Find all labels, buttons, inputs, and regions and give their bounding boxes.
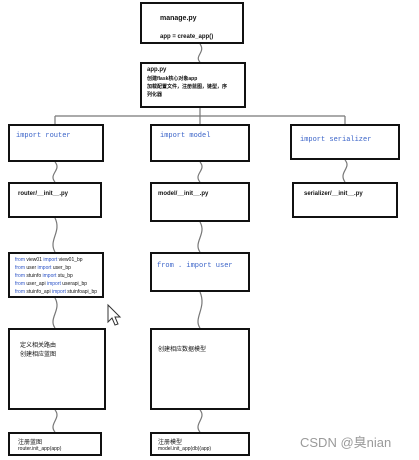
register-blueprint-code: router.init_app(app) [18, 446, 62, 452]
arrow-model-user-to-define [197, 291, 203, 329]
router-import-text: import router [16, 132, 71, 140]
register-model-code: model.init_app(db)(app) [158, 446, 212, 452]
router-imports-line: from view01 import view01_bp [15, 257, 83, 263]
serializer-init-box: serializer/__init__.py [292, 182, 398, 218]
arrow-blueprint-to-register [52, 409, 58, 433]
router-init-text: router/__init__.py [18, 191, 69, 197]
router-imports-line: from user_api import userapi_bp [15, 281, 88, 287]
csdn-watermark: CSDN @臭nian [300, 435, 392, 450]
manage-title: manage.py [160, 15, 197, 22]
model-import-text: import model [160, 132, 211, 140]
serializer-import-box: import serializer [290, 124, 400, 160]
blueprint-line-1: 定义相关路由 [20, 343, 57, 349]
model-import-box: import model [150, 124, 250, 162]
router-init-box: router/__init__.py [8, 182, 102, 218]
router-import-box: import router [8, 124, 104, 162]
router-imports-box: from view01 import view01_bp from user i… [8, 252, 104, 298]
app-line-1: 创建flask核心对象app [147, 76, 198, 82]
arrow-manage-to-app [197, 43, 203, 63]
serializer-import-text: import serializer [300, 136, 372, 144]
app-line-3: 列化器 [147, 92, 163, 98]
serializer-init-text: serializer/__init__.py [304, 191, 363, 197]
app-title: app.py [147, 67, 167, 73]
app-box: app.py 创建flask核心对象app 加载配置文件，注册蓝图，链型，序 列… [140, 62, 246, 108]
model-init-box: model/__init__.py [150, 182, 250, 222]
app-line-2: 加载配置文件，注册蓝图，链型，序 [147, 84, 228, 90]
router-imports-line: from stuinfo_api import stuinfoapi_bp [15, 289, 98, 295]
arrow-serializer-import-to-init [342, 159, 348, 183]
model-init-text: model/__init__.py [158, 191, 209, 197]
line-app-to-branches [54, 108, 346, 124]
register-blueprint-box: 注册蓝图 router.init_app(app) [8, 432, 102, 456]
register-model-box: 注册模型 model.init_app(db)(app) [150, 432, 250, 456]
model-import-user-text: from . import user [157, 262, 233, 270]
mouse-cursor-icon [107, 303, 122, 326]
blueprint-box: 定义相关路由 创建相应蓝图 [8, 328, 106, 410]
blueprint-line-2: 创建相应蓝图 [20, 352, 57, 358]
arrow-model-define-to-register [197, 409, 203, 433]
model-define-box: 创建相应数据模型 [150, 328, 250, 410]
arrow-router-init-to-imports [52, 217, 58, 253]
model-import-user-box: from . import user [150, 252, 250, 292]
arrow-router-imports-to-blueprint [52, 297, 58, 329]
arrow-model-import-to-init [197, 161, 203, 183]
manage-box: manage.py app = create_app() [140, 2, 244, 44]
model-define-line: 创建相应数据模型 [158, 347, 207, 353]
arrow-model-init-to-user [197, 221, 203, 253]
arrow-router-import-to-init [52, 161, 58, 183]
router-imports-line: from user import user_bp [15, 265, 71, 271]
register-model-title: 注册模型 [158, 440, 183, 446]
router-imports-line: from stuinfo import stu_bp [15, 273, 73, 279]
register-blueprint-title: 注册蓝图 [18, 440, 43, 446]
manage-line: app = create_app() [160, 34, 214, 40]
